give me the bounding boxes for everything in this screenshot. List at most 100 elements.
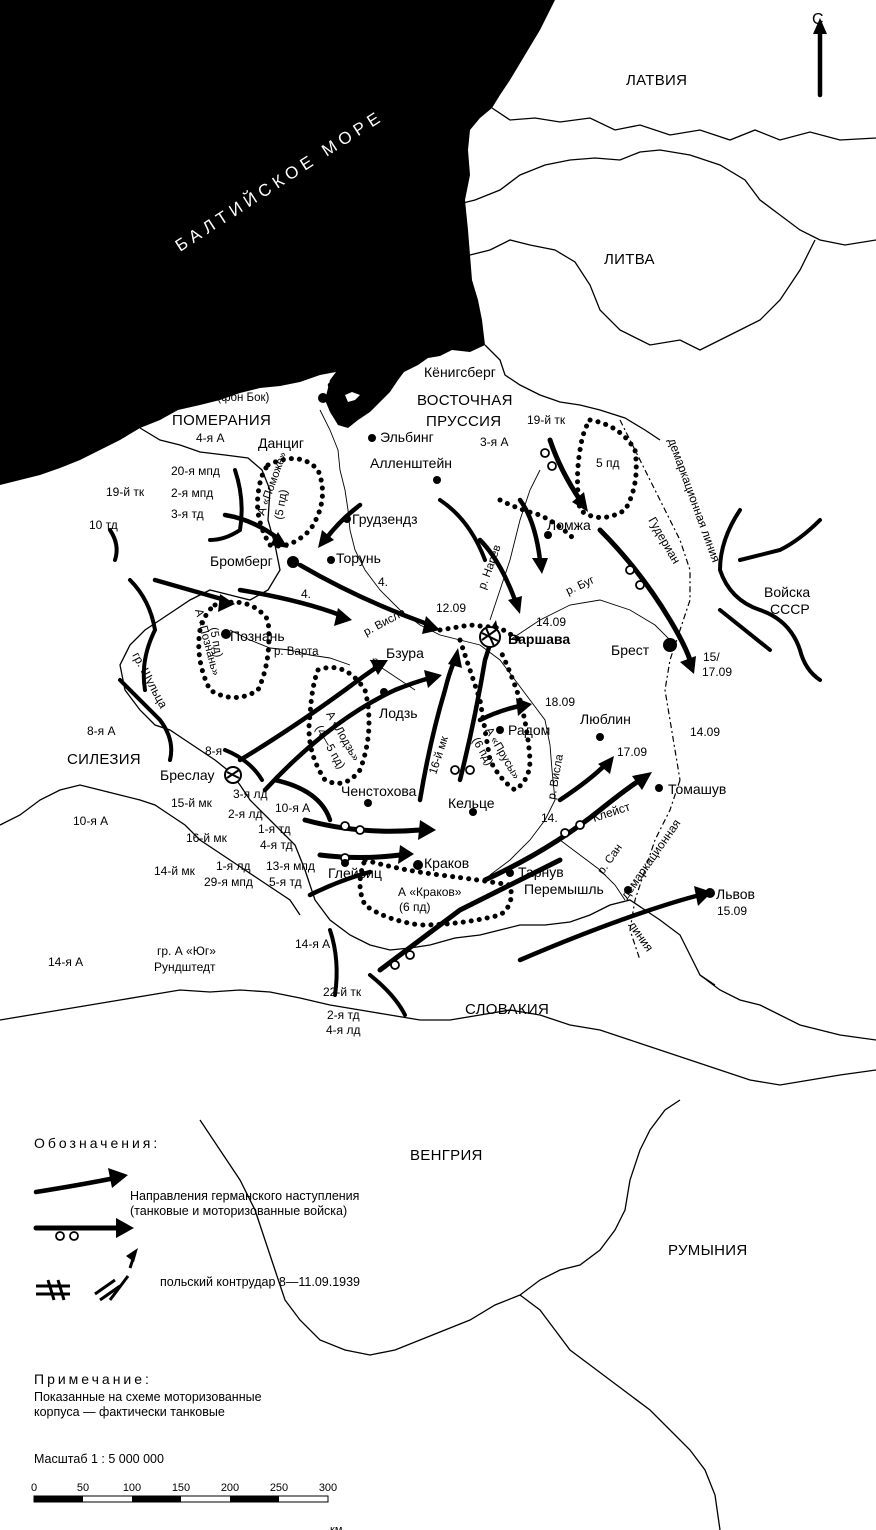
region-slovakia: СЛОВАКИЯ (465, 1001, 549, 1018)
date-12-09: 12.09 (436, 601, 466, 615)
unit-army-group-south-2: Рундштедт (154, 960, 216, 974)
map-title-line2: Сентябрь 1939 г. (86, 86, 234, 107)
region-silesia: СИЛЕЗИЯ (67, 751, 141, 768)
unit-mk14: 14-й мк (154, 864, 196, 878)
region-hungary: ВЕНГРИЯ (410, 1147, 483, 1164)
unit-schulz-group: гр. Шульца (129, 650, 170, 711)
unit-ld3: 3-я лд (233, 787, 268, 801)
city-poznan: Познань (230, 628, 285, 644)
scale-tick-label: 300 (319, 1482, 337, 1494)
city-breslau: Бреслау (160, 767, 215, 783)
unit-four-b: 4. (301, 587, 311, 601)
unit-td1: 1-я тд (258, 822, 291, 836)
region-east-prussia-1: ВОСТОЧНАЯ (417, 392, 513, 409)
city-lomza: Ломжа (547, 517, 591, 533)
city-czestochowa: Ченстохова (341, 783, 417, 799)
unit-mpd13: 13-я мпд (266, 859, 315, 873)
region-pomerania: ПОМЕРАНИЯ (172, 412, 271, 429)
region-ussr-1: Войска (764, 584, 810, 600)
city-radom: Радом (508, 722, 550, 738)
city-bromberg: Бромберг (210, 553, 273, 569)
date-17-09-lublin: 17.09 (617, 745, 647, 759)
legend-item1-line1: Направления германского наступления (130, 1189, 359, 1203)
region-romania: РУМЫНИЯ (668, 1242, 748, 1259)
unit-army14: 14-я А (295, 937, 330, 951)
river-warta: р. Варта (274, 646, 319, 658)
river-san: р. Сан (596, 842, 625, 877)
legend: Обозначения: Направления германского нас… (33, 1135, 360, 1466)
city-dots (221, 393, 715, 898)
unit-td4: 4-я тд (260, 838, 293, 852)
unit-krakow-strength: (6 пд) (399, 900, 431, 914)
city-elbing: Эльбинг (380, 429, 434, 445)
demarcation-south-label-1: демаркационная (618, 817, 683, 902)
unit-ld2: 2-я лд (228, 807, 263, 821)
vistula-lagoon (395, 380, 440, 400)
unit-ld4: 4-я лд (326, 1023, 361, 1037)
hel-spit (345, 392, 360, 402)
unit-army10: 10-я А (275, 801, 310, 815)
river-bug: р. Буг (564, 574, 596, 598)
region-east-prussia-2: ПРУССИЯ (426, 413, 501, 430)
unit-ld1: 1-я лд (216, 859, 251, 873)
unit-poznan-strength: (5 пд) (207, 626, 224, 658)
date-14-09-east: 14.09 (690, 725, 720, 739)
unit-td5: 5-я тд (269, 875, 302, 889)
unit-mpd29: 29-я мпд (204, 875, 253, 889)
demarcation-line-south (629, 779, 681, 961)
tank-markers (340, 448, 645, 970)
unit-army-group-north: гр. А «Север» (фон Бок) (140, 392, 270, 404)
unit-guderian: Гудериан (645, 515, 683, 567)
note-line1: Показанные на схеме моторизованные (34, 1390, 262, 1404)
unit-td3: 3-я тд (171, 507, 204, 521)
river-vistula: р. Висла (362, 606, 409, 638)
unit-tk22: 22-й тк (323, 985, 362, 999)
legend-heading: Обозначения: (34, 1135, 160, 1151)
unit-army10-west: 10-я А (73, 814, 108, 828)
region-latvia: ЛАТВИЯ (626, 72, 687, 89)
date-15: 15/ (703, 650, 720, 664)
unit-pomorze-strength: (5 пд) (273, 489, 290, 521)
german-arrows (152, 18, 827, 973)
unit-tk19-east: 19-й тк (527, 413, 566, 427)
region-ussr-2: СССР (770, 601, 810, 617)
city-warsaw: Варшава (508, 631, 570, 647)
baltic-sea (0, 0, 555, 485)
unit-mpd2: 2-я мпд (171, 486, 213, 500)
date-14-krakow: 14. (541, 811, 558, 825)
unit-tk19-west: 19-й тк (106, 485, 145, 499)
note-line2: корпуса — фактически танковые (34, 1405, 225, 1419)
city-graudenz: Грудзендз (352, 511, 418, 527)
unit-army8: 8-я А (87, 724, 116, 738)
unit-four-a: 4. (378, 575, 388, 589)
scale-tick-label: 0 (31, 1482, 37, 1494)
scale-tick-label: 50 (77, 1482, 89, 1494)
city-tomaszow: Томашув (668, 781, 726, 797)
unit-mk16: 16-й мк (186, 831, 228, 845)
scale-tick-label: 100 (123, 1482, 141, 1494)
city-danzig: Данциг (258, 435, 304, 451)
unit-army14-west: 14-я А (48, 955, 83, 969)
german-fronts (108, 468, 822, 1017)
region-lithuania: ЛИТВА (604, 251, 655, 268)
river-bzura-prefix: р. (372, 656, 382, 668)
city-krakow: Краков (424, 855, 469, 871)
map-title-line1: Кампания в Польше. (86, 63, 269, 84)
city-allenstein: Алленштейн (370, 455, 452, 471)
city-torun: Торунь (336, 550, 381, 566)
city-lublin: Люблин (580, 711, 631, 727)
unit-td2: 2-я тд (327, 1008, 360, 1022)
unit-pld5: 5 пд (596, 456, 620, 470)
unit-td10: 10 тд (89, 518, 118, 532)
date-14-09-warsaw: 14.09 (536, 615, 566, 629)
date-15-09-lvov: 15.09 (717, 904, 747, 918)
scale-unit: км (330, 1524, 342, 1530)
city-przemysl: Перемышль (524, 881, 604, 897)
scale-tick-label: 200 (221, 1482, 239, 1494)
legend-item2: польский контрудар 8—11.09.1939 (160, 1275, 360, 1289)
scale-label: Масштаб 1 : 5 000 000 (34, 1452, 164, 1466)
city-lvov: Львов (716, 886, 755, 902)
unit-army4: 4-я А (196, 431, 225, 445)
river-bzura: Бзура (386, 645, 424, 661)
unit-krakow-army: А «Краков» (398, 885, 462, 899)
